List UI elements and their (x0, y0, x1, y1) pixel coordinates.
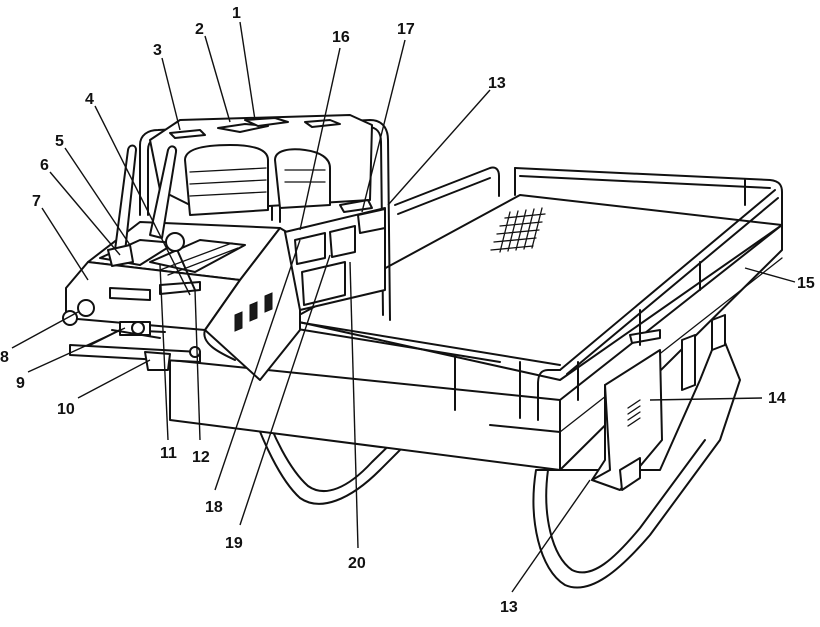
right-track (532, 329, 741, 589)
callout-2: 2 (195, 21, 204, 38)
leader-13b (511, 479, 591, 593)
callout-8: 8 (0, 349, 9, 366)
callout-6: 6 (40, 157, 49, 174)
engine-hood (149, 114, 373, 216)
bed-mesh (490, 207, 546, 253)
leader-14 (649, 397, 763, 401)
callout-16: 16 (332, 29, 350, 46)
leader-13a (387, 89, 491, 206)
callout-5: 5 (55, 133, 64, 150)
leader-lines (11, 21, 796, 593)
callout-4: 4 (85, 91, 94, 108)
callout-labels: 1 2 3 4 5 6 7 8 9 10 11 12 13 13 14 15 1… (0, 5, 815, 616)
callout-14: 14 (768, 390, 786, 407)
callout-13-bottom: 13 (500, 599, 518, 616)
bed-rails (284, 166, 783, 421)
leader-10 (77, 359, 151, 399)
leader-1 (239, 21, 256, 121)
leader-7 (41, 207, 89, 281)
leader-9 (27, 327, 126, 373)
callout-15: 15 (797, 275, 815, 292)
leader-5 (64, 147, 131, 246)
control-panel (65, 199, 386, 381)
leader-15 (744, 267, 796, 283)
leader-4 (94, 105, 191, 296)
callout-7: 7 (32, 193, 41, 210)
leader-6 (49, 171, 121, 256)
side-box-vent (627, 399, 641, 427)
callout-19: 19 (225, 535, 243, 552)
leader-3 (161, 57, 181, 131)
leader-11 (159, 264, 169, 441)
leader-17 (361, 39, 406, 213)
levers (107, 144, 196, 291)
leader-2 (204, 35, 231, 123)
leader-12 (194, 289, 201, 441)
callout-3: 3 (153, 42, 162, 59)
side-box (591, 314, 726, 491)
callout-10: 10 (57, 401, 75, 418)
leader-16 (299, 47, 341, 231)
callout-20: 20 (348, 555, 366, 572)
leader-18 (214, 239, 301, 491)
leader-8 (11, 311, 79, 349)
callout-18: 18 (205, 499, 223, 516)
callout-13-top: 13 (488, 75, 506, 92)
leader-19 (239, 254, 331, 526)
callout-9: 9 (16, 375, 25, 392)
callout-12: 12 (192, 449, 210, 466)
leader-20 (349, 261, 359, 549)
callout-17: 17 (397, 21, 415, 38)
callout-11: 11 (160, 445, 177, 462)
callout-1: 1 (232, 5, 241, 22)
